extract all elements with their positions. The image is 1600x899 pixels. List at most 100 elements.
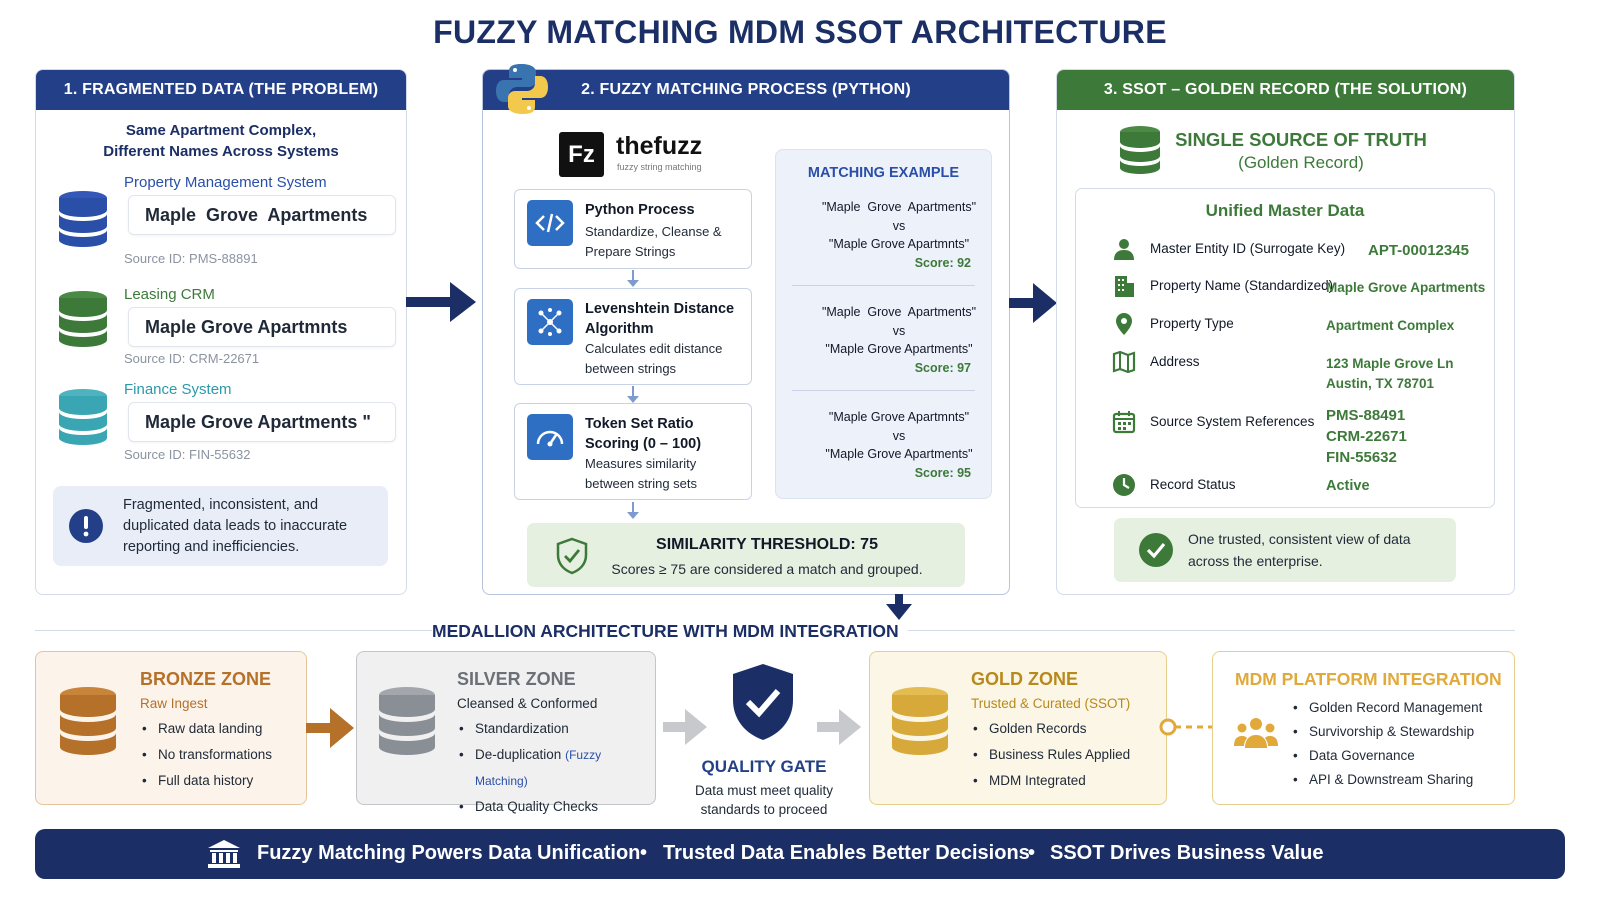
field-label: Source System References: [1150, 414, 1315, 429]
divider: [792, 390, 975, 391]
zone-item-text: De-duplication: [475, 747, 562, 762]
gold-zone: GOLD ZONE Trusted & Curated (SSOT) Golde…: [869, 651, 1167, 805]
database-icon: [892, 687, 948, 755]
trusted-view-text: One trusted, consistent view of data acr…: [1188, 531, 1411, 569]
footer-text-2: Trusted Data Enables Better Decisions: [663, 842, 1030, 864]
field-value: Maple Grove Apartments: [1326, 280, 1486, 295]
gauge-icon: [527, 414, 573, 460]
arrow-right-icon: [306, 708, 354, 748]
problem-alert-text: Fragmented, inconsistent, and duplicated…: [123, 497, 348, 555]
threshold-title: SIMILARITY THRESHOLD: 75: [656, 536, 878, 553]
python-logo-icon: [496, 64, 548, 114]
zone-item: Data Quality Checks: [457, 794, 655, 820]
source-id-pms: Source ID: PMS-88891: [124, 251, 258, 266]
zone-title: SILVER ZONE: [457, 669, 576, 689]
arrow-right-icon: [817, 709, 861, 745]
step-title: Token Set Ratio Scoring (0 – 100): [585, 416, 702, 452]
arrow-right-icon: [406, 282, 476, 322]
exclamation-icon: [69, 509, 103, 543]
match-a: "Maple Grove Apartmnts": [828, 410, 970, 424]
field-value: Active: [1326, 478, 1370, 494]
source-id-crm: Source ID: CRM-22671: [124, 351, 260, 366]
match-pair-1: "Maple Grove Apartments" vs "Maple Grove…: [794, 198, 1004, 254]
ssot-subtitle: (Golden Record): [1238, 153, 1364, 172]
step-python-process: Python Process Standardize, Cleanse & Pr…: [514, 189, 752, 269]
field-property-name: Property Name (Standardized) Maple Grove…: [1112, 274, 1532, 300]
field-master-entity-id: Master Entity ID (Surrogate Key) APT-000…: [1112, 237, 1532, 263]
match-b: "Maple Grove Apartments": [825, 447, 973, 461]
calendar-icon: [1112, 411, 1136, 434]
field-label: Master Entity ID (Surrogate Key): [1150, 241, 1346, 256]
footer-sep: •: [1028, 842, 1036, 864]
zone-item: API & Downstream Sharing: [1291, 768, 1482, 792]
users-icon: [1234, 718, 1278, 748]
match-score: Score: 92: [914, 256, 971, 270]
match-vs: vs: [892, 428, 906, 443]
field-source-references: Source System References PMS-88491 CRM-2…: [1112, 402, 1532, 466]
trusted-view-box: One trusted, consistent view of data acr…: [1114, 518, 1456, 582]
map-icon: [1112, 350, 1136, 374]
zone-title: MDM PLATFORM INTEGRATION: [1235, 669, 1502, 689]
problem-alert: Fragmented, inconsistent, and duplicated…: [53, 486, 388, 566]
quality-gate-desc-line1: Data must meet quality: [694, 783, 834, 798]
shield-check-icon: [556, 537, 588, 575]
arrow-down-icon: [627, 386, 639, 403]
zone-item: Standardization: [457, 716, 655, 742]
zone-title: BRONZE ZONE: [140, 669, 272, 689]
building-icon: [1115, 276, 1134, 297]
field-property-type: Property Type Apartment Complex: [1112, 312, 1532, 338]
unified-master-data-card: [1075, 188, 1495, 508]
location-pin-icon: [1116, 313, 1132, 335]
matching-example-header: MATCHING EXAMPLE: [807, 165, 960, 181]
match-score: Score: 97: [914, 361, 971, 375]
shield-check-icon: [733, 664, 793, 740]
panel-header: 3. SSOT – GOLDEN RECORD (THE SOLUTION): [1057, 70, 1514, 110]
network-icon: [527, 299, 573, 345]
bronze-zone: BRONZE ZONE Raw Ingest Raw data landing …: [35, 651, 307, 805]
step-desc: Standardize, Cleanse & Prepare Strings: [585, 224, 722, 259]
clock-icon: [1113, 474, 1135, 496]
system-name-finance: Finance System: [124, 381, 232, 398]
database-icon: [59, 389, 107, 445]
system-value-finance: Maple Grove Apartments ": [128, 402, 396, 442]
database-icon: [59, 291, 107, 347]
match-a: "Maple Grove Apartments": [821, 200, 977, 214]
match-vs: vs: [892, 218, 906, 233]
zone-subtitle: Raw Ingest: [140, 696, 208, 711]
silver-zone: SILVER ZONE Cleansed & Conformed Standar…: [356, 651, 656, 820]
zone-item: MDM Integrated: [971, 768, 1130, 794]
database-icon: [379, 687, 435, 755]
footer-text-1: Fuzzy Matching Powers Data Unification: [257, 842, 641, 864]
field-value: APT-00012345: [1368, 242, 1469, 259]
zone-item: Business Rules Applied: [971, 742, 1130, 768]
thefuzz-logo-mark: Fz: [559, 132, 604, 177]
match-b: "Maple Grove Apartments": [825, 342, 973, 356]
code-icon: [527, 200, 573, 246]
arrow-right-icon: [663, 709, 707, 745]
arrow-down-icon: [627, 270, 639, 287]
field-label: Property Name (Standardized): [1150, 278, 1334, 293]
connector-icon: [1159, 718, 1213, 736]
footer-sep: •: [640, 842, 648, 864]
field-value: Apartment Complex: [1326, 318, 1455, 333]
quality-gate-desc: Data must meet quality standards to proc…: [674, 781, 854, 819]
field-label: Record Status: [1150, 477, 1236, 492]
quality-gate-desc-line2: standards to proceed: [700, 802, 828, 817]
matching-example-box: [775, 149, 992, 499]
page-title: FUZZY MATCHING MDM SSOT ARCHITECTURE: [433, 14, 1167, 50]
zone-item: No transformations: [140, 742, 272, 768]
field-value: PMS-88491: [1326, 407, 1406, 424]
zone-item: Data Governance: [1291, 744, 1482, 768]
field-address: Address 123 Maple Grove Ln Austin, TX 78…: [1112, 350, 1532, 400]
field-value-line2: Austin, TX 78701: [1326, 376, 1435, 391]
zone-item: Full data history: [140, 768, 272, 794]
user-icon: [1114, 239, 1134, 260]
match-b: "Maple Grove Apartmnts": [828, 237, 970, 251]
match-pair-2: "Maple Grove Apartments" vs "Maple Grove…: [794, 303, 1004, 359]
step-desc: Calculates edit distance between strings: [585, 341, 723, 376]
quality-gate-title: QUALITY GATE: [701, 757, 827, 776]
system-name-crm: Leasing CRM: [124, 286, 215, 303]
zone-item: Raw data landing: [140, 716, 272, 742]
match-score: Score: 95: [914, 466, 971, 480]
divider-line: [35, 630, 432, 631]
